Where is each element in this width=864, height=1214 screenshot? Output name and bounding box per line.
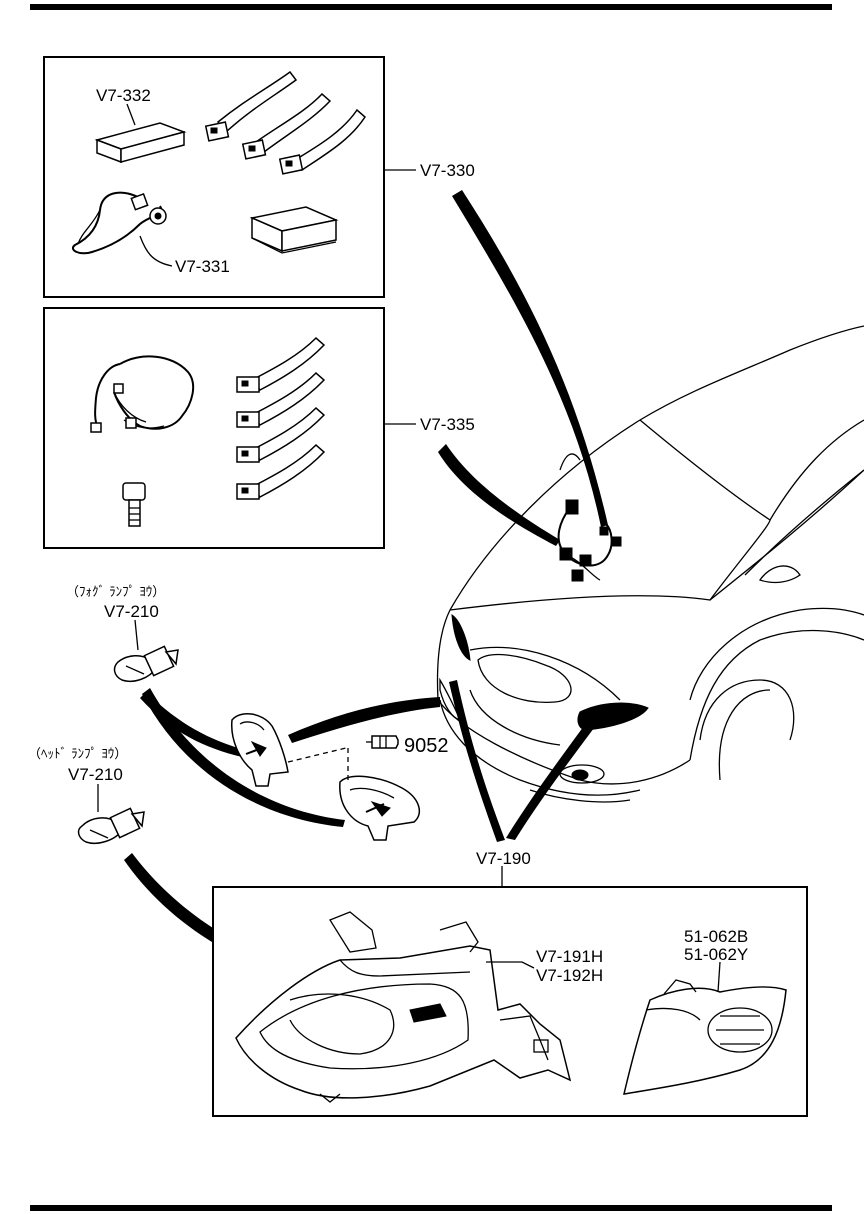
- car-body: [436, 325, 864, 803]
- fog-bulb-part: [113, 619, 179, 682]
- side-lamp-unit: [623, 979, 787, 1095]
- headlamp-box: [212, 886, 808, 1117]
- label-v7-330: V7-330: [420, 161, 475, 180]
- kit-box-2: [43, 307, 385, 549]
- cable-ties-box1: [204, 70, 366, 175]
- bottom-rule: [30, 1205, 832, 1211]
- installed-harness: [557, 499, 622, 582]
- kit-box-1: [43, 56, 385, 298]
- callout-rays: [124, 190, 608, 1016]
- top-rule: [30, 4, 832, 10]
- label-v7-335: V7-335: [420, 415, 475, 434]
- leader-lines: [384, 169, 721, 993]
- screw-part: [366, 735, 399, 749]
- label-head-bulb: V7-210: [68, 765, 123, 784]
- cable-ties-box2: [236, 336, 326, 500]
- label-v7-190: V7-190: [476, 849, 531, 868]
- foam-pad-part: [94, 122, 187, 164]
- label-fog-bulb: V7-210: [104, 602, 159, 621]
- label-v7-191h: V7-191H: [536, 947, 603, 966]
- label-v7-192h: V7-192H: [536, 966, 603, 985]
- head-bulb-part: [77, 784, 145, 844]
- wire-harness-box1: [72, 191, 167, 255]
- label-v7-332: V7-332: [96, 86, 151, 105]
- fog-lamp-housing-upper: [231, 713, 289, 787]
- bolt-part: [122, 482, 146, 527]
- wire-harness-box2: [90, 355, 195, 433]
- fog-lamp-housing-lower: [339, 775, 421, 841]
- note-head-lamp: （ﾍｯﾄﾞ ﾗﾝﾌﾟ ﾖｳ）: [28, 747, 127, 762]
- label-9052: 9052: [404, 735, 449, 757]
- label-51-062b: 51-062B: [684, 927, 748, 946]
- label-v7-331: V7-331: [175, 257, 230, 276]
- label-51-062y: 51-062Y: [684, 945, 748, 964]
- note-fog-lamp: （ﾌｫｸﾞ ﾗﾝﾌﾟ ﾖｳ）: [66, 585, 165, 600]
- headlamp-unit: [235, 911, 572, 1103]
- relay-box-part: [249, 206, 339, 254]
